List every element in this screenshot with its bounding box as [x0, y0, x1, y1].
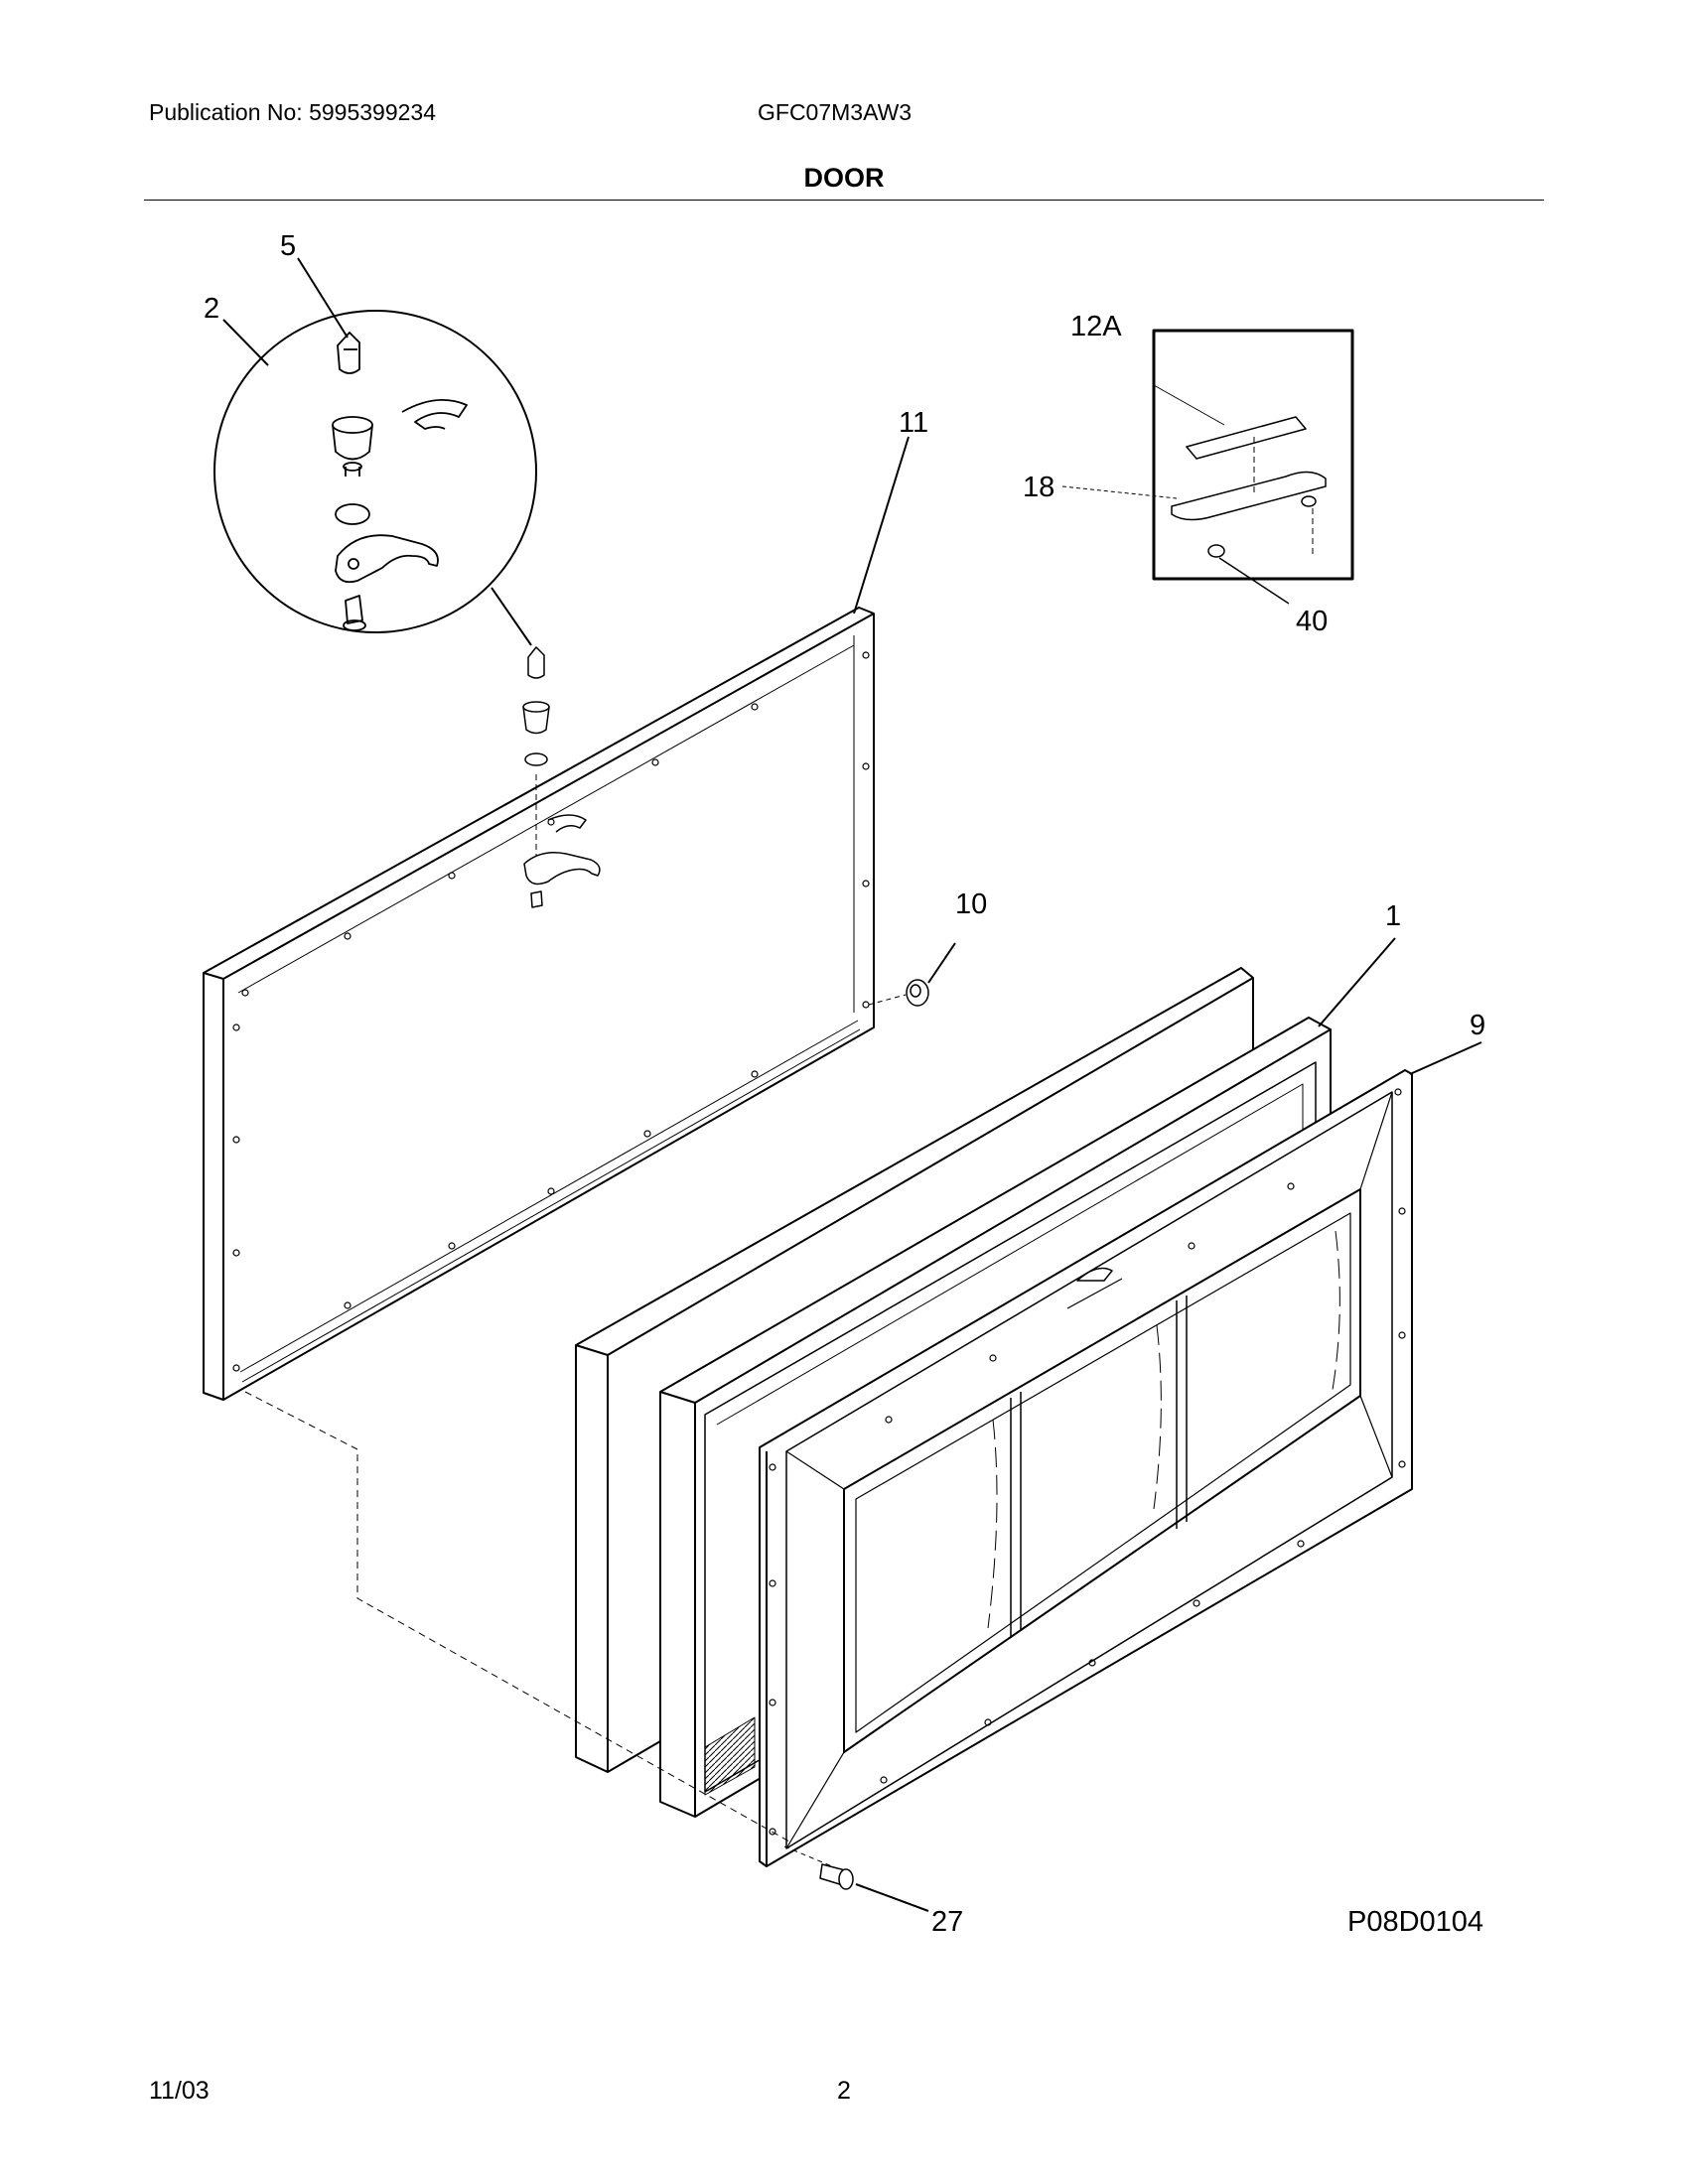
callout-5: 5 — [280, 230, 296, 262]
handle-icon — [1171, 471, 1327, 521]
callout-11: 11 — [899, 407, 928, 439]
callout-12A: 12A — [1070, 311, 1122, 342]
hinge-clip-icon — [401, 399, 468, 430]
o-ring-icon — [335, 503, 370, 525]
figure-id: P08D0104 — [1347, 1906, 1483, 1938]
handle-detail-inset — [1152, 329, 1354, 581]
hinge-pin-icon — [337, 332, 360, 374]
callout-1: 1 — [1385, 900, 1401, 932]
callout-18: 18 — [1023, 472, 1055, 503]
inner-door-liner — [759, 1069, 1413, 1867]
callout-2: 2 — [204, 293, 219, 325]
screw-icon — [783, 1845, 854, 1890]
callout-10: 10 — [955, 888, 987, 920]
hinge-bracket-icon — [335, 534, 439, 584]
outer-door-panel — [203, 607, 875, 1401]
footer-date: 11/03 — [149, 2077, 210, 2105]
model-number: GFC07M3AW3 — [758, 99, 913, 125]
hinge-bushing-icon — [332, 416, 373, 477]
section-title: DOOR — [803, 163, 885, 193]
header-divider — [144, 200, 1544, 201]
hinge-assembly-on-panel — [522, 646, 601, 908]
callout-40: 40 — [1296, 606, 1328, 637]
callout-27: 27 — [931, 1906, 963, 1938]
page-number: 2 — [837, 2077, 851, 2105]
callout-9: 9 — [1470, 1010, 1485, 1041]
hinge-detail-inset — [213, 310, 537, 633]
plug-button-icon — [868, 979, 929, 1007]
handle-trim-strip — [1186, 416, 1307, 460]
publication-number: Publication No: 5995399234 — [149, 99, 437, 125]
hinge-screw-icon — [343, 595, 366, 631]
